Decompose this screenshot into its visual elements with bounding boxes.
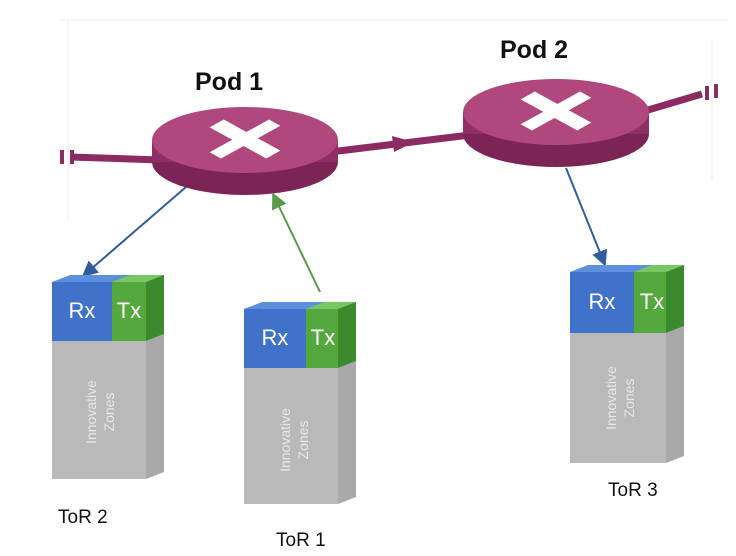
rx-block (244, 309, 306, 368)
tor-2-label: ToR 2 (58, 507, 108, 528)
rx-label: Rx (589, 289, 616, 314)
zone-label-line2: Zones (621, 379, 637, 418)
tor-3-label: ToR 3 (608, 480, 658, 501)
tx-block (634, 272, 666, 333)
tx-block (306, 309, 338, 368)
link-left-stub (69, 153, 161, 164)
tor-1-stack: Rx Tx Innovative Zones (244, 302, 356, 504)
tx-label: Tx (117, 298, 141, 323)
tx-block (112, 282, 146, 341)
rx-label: Rx (262, 325, 289, 350)
arrow-pod2-to-tor3 (565, 167, 608, 267)
tor-3-stack: Rx Tx Innovative Zones (570, 265, 684, 463)
zone-label-line2: Zones (295, 421, 311, 460)
tx-label: Tx (640, 289, 664, 314)
zone-label-line1: Innovative (83, 380, 99, 444)
zone-label-line1: Innovative (603, 366, 619, 430)
arrow-pod1-to-tor2 (81, 186, 187, 278)
rx-block (52, 282, 112, 341)
rx-block (570, 272, 634, 333)
tor-1-label: ToR 1 (276, 530, 326, 551)
pod-1-label: Pod 1 (195, 68, 264, 96)
router-cross-icon (209, 119, 281, 159)
rx-label: Rx (69, 298, 96, 323)
background-frame (60, 19, 728, 220)
tor-2-stack: Rx Tx Innovative Zones (52, 275, 164, 479)
link-right-stub (647, 90, 703, 114)
router-cross-icon (520, 91, 592, 131)
trunk-links (60, 84, 718, 164)
zone-label-line2: Zones (101, 393, 117, 432)
tx-label: Tx (311, 325, 335, 350)
arrow-tor1-to-pod1 (272, 192, 321, 293)
pod-2-label: Pod 2 (500, 36, 569, 64)
pod-1-router (152, 107, 338, 195)
link-direction-arrow (392, 136, 414, 152)
pod-2-router (463, 79, 649, 167)
zone-label-line1: Innovative (277, 408, 293, 472)
